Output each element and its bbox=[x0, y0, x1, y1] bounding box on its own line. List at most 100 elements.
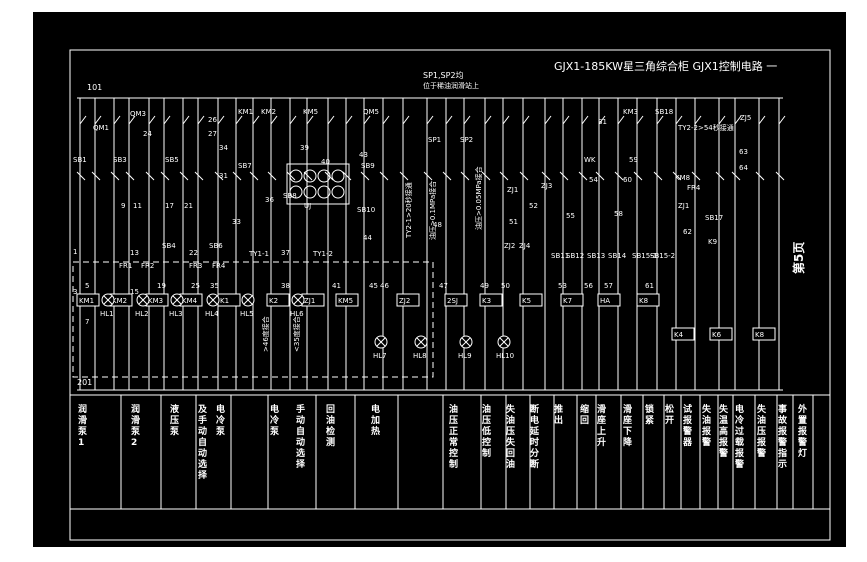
wire-number-7: 7 bbox=[85, 318, 89, 326]
coil-box bbox=[76, 293, 100, 307]
contact bbox=[249, 171, 259, 181]
wire-number-52: 52 bbox=[529, 202, 538, 210]
wire-number-36: 36 bbox=[265, 196, 274, 204]
function-char: 推 bbox=[554, 403, 563, 415]
function-char: 择 bbox=[198, 469, 208, 481]
lamp-hl3: HL3 bbox=[169, 293, 184, 318]
device-fr3: FR3 bbox=[189, 262, 202, 270]
device-sb11: SB11 bbox=[551, 252, 569, 260]
rung-2 bbox=[91, 98, 102, 390]
page-label: 第5页 bbox=[791, 242, 806, 274]
function-char: 警 bbox=[702, 436, 711, 448]
coil-box bbox=[479, 293, 503, 307]
function-char: 高 bbox=[719, 425, 728, 437]
rung-34 bbox=[691, 98, 702, 390]
function-char: 温 bbox=[719, 414, 728, 426]
coil-box bbox=[519, 293, 543, 307]
contact bbox=[235, 115, 243, 125]
rung-14 bbox=[303, 98, 314, 390]
function-char: 失 bbox=[506, 436, 516, 448]
rung-3 bbox=[110, 98, 121, 390]
note-line1: SP1,SP2均 bbox=[423, 70, 464, 80]
dashed-enclosure bbox=[72, 261, 434, 378]
wire-number-9: 9 bbox=[121, 202, 125, 210]
wire-number-55: 55 bbox=[566, 212, 575, 220]
device-sb9: SB9 bbox=[361, 162, 375, 170]
wire-number-60: 60 bbox=[623, 176, 632, 184]
function-char: 手 bbox=[296, 403, 305, 415]
rung-31 bbox=[633, 98, 644, 390]
uj-terminal bbox=[331, 169, 345, 183]
lamp-cross bbox=[243, 295, 253, 305]
function-char: 报 bbox=[778, 425, 787, 437]
device-zj1: ZJ1 bbox=[678, 202, 689, 210]
wire-number-47: 47 bbox=[439, 282, 448, 290]
function-labels: 润滑泵1润滑泵2液压泵及手动自动选择电冷泵电冷泵手动自动选择回油检测电加热油压正… bbox=[78, 403, 807, 481]
contact bbox=[345, 115, 353, 125]
function-char: 压 bbox=[482, 415, 491, 426]
contact bbox=[423, 171, 433, 181]
rung-10 bbox=[232, 98, 243, 390]
function-char: 控 bbox=[449, 447, 458, 459]
rung-38 bbox=[775, 98, 786, 390]
wire-number-1: 1 bbox=[73, 248, 77, 256]
device-zj5: ZJ5 bbox=[740, 114, 751, 122]
contact bbox=[148, 115, 156, 125]
device-sb1: SB1 bbox=[73, 156, 87, 164]
function-char: 控 bbox=[482, 436, 491, 448]
contact bbox=[544, 115, 552, 125]
lamp-label: HL10 bbox=[496, 352, 514, 360]
contact bbox=[163, 115, 171, 125]
coil-k5: K5 bbox=[519, 293, 543, 307]
wire-number-37: 37 bbox=[281, 249, 290, 257]
contact bbox=[656, 115, 664, 125]
function-char: 泵 bbox=[216, 426, 226, 437]
contact bbox=[633, 171, 643, 181]
coil-k8: K8 bbox=[636, 293, 660, 307]
rung-29 bbox=[595, 98, 606, 390]
contact bbox=[382, 115, 390, 125]
coil-k2: K2 bbox=[266, 293, 290, 307]
rung-23 bbox=[481, 98, 492, 390]
contact bbox=[91, 171, 101, 181]
contact bbox=[324, 171, 334, 181]
rung-9 bbox=[214, 98, 225, 390]
coil-k4: K4 bbox=[671, 327, 695, 341]
wire-number-38: 38 bbox=[281, 282, 290, 290]
sub-label-ty-delay: TY2-1>20秒接通 bbox=[404, 182, 413, 239]
contact bbox=[286, 171, 296, 181]
rung-26 bbox=[541, 98, 552, 390]
device-sb15-1: SB15-1 bbox=[632, 252, 657, 260]
coil-km4: KM4 bbox=[179, 293, 203, 307]
device-qm1: QM1 bbox=[93, 124, 109, 132]
contact bbox=[270, 115, 278, 125]
function-char: 警 bbox=[757, 447, 766, 459]
lamp-cross bbox=[138, 295, 148, 305]
wire-number-46: 46 bbox=[380, 282, 389, 290]
contact bbox=[734, 115, 742, 125]
function-char: 故 bbox=[778, 414, 788, 426]
device-ty1-1: TY1-1 bbox=[248, 250, 269, 258]
wire-number-27: 27 bbox=[208, 130, 217, 138]
coil-box bbox=[636, 293, 660, 307]
device-km3: KM3 bbox=[623, 108, 638, 116]
rung-27 bbox=[559, 98, 570, 390]
rung-7 bbox=[179, 98, 190, 390]
wire-number-17: 17 bbox=[165, 202, 174, 210]
lamp-cross bbox=[293, 295, 303, 305]
contact bbox=[636, 115, 644, 125]
rung-16 bbox=[342, 98, 353, 390]
contact bbox=[303, 171, 313, 181]
lamp-cross bbox=[172, 295, 182, 305]
function-char: 下 bbox=[623, 426, 632, 437]
contact bbox=[694, 115, 702, 125]
device-sb7: SB7 bbox=[238, 162, 252, 170]
sub-label-pressure-low: 油压>0.1MPa接合 bbox=[428, 181, 437, 240]
lamp-hl1: HL1 bbox=[100, 293, 115, 318]
